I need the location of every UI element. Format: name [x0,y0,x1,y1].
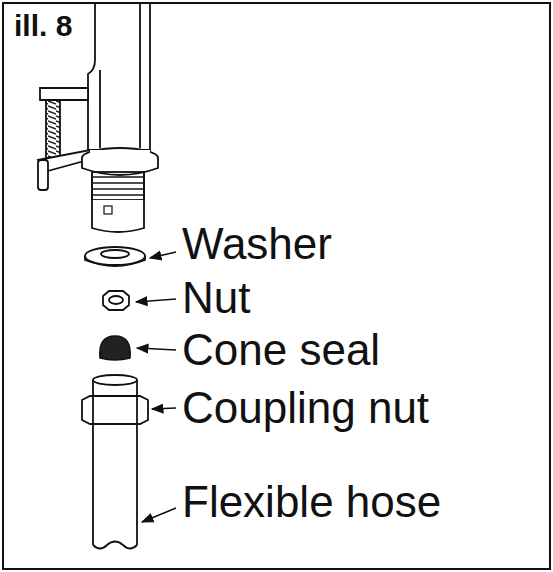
flexible-hose-part [82,375,148,549]
part-label: Cone seal [182,328,380,372]
part-label: Coupling nut [182,386,429,430]
nut-part [103,291,129,310]
leader-lines [136,252,176,522]
cone-seal-part [100,336,130,360]
frame [3,3,550,569]
part-label: Washer [182,222,332,266]
washer-part [85,247,145,266]
part-label: Nut [182,276,250,320]
part-label: Flexible hose [182,480,441,524]
figure-number: ill. 8 [14,11,72,41]
